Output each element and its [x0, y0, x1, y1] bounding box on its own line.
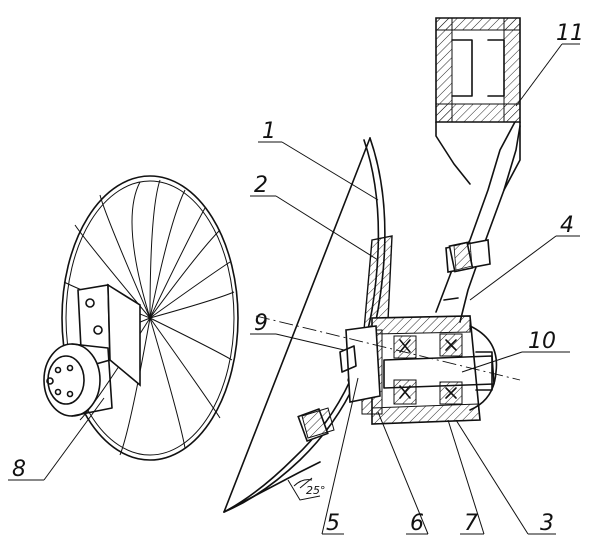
label-1: 1 [262, 119, 276, 144]
label-7: 7 [464, 511, 478, 536]
label-6: 6 [410, 511, 424, 536]
label-8: 8 [12, 457, 26, 482]
main-assembly [223, 17, 521, 513]
label-11: 11 [556, 21, 584, 46]
angle-label: 25° [306, 484, 326, 497]
label-3: 3 [540, 511, 554, 536]
part-labels: 1 2 3 4 5 6 7 8 9 10 11 25° [12, 21, 584, 536]
label-9: 9 [254, 311, 268, 336]
label-2: 2 [254, 173, 268, 198]
label-5: 5 [326, 511, 340, 536]
leader-lines [250, 43, 580, 535]
label-4: 4 [560, 213, 574, 238]
label-10: 10 [528, 329, 556, 354]
disc-side-view [8, 175, 239, 481]
